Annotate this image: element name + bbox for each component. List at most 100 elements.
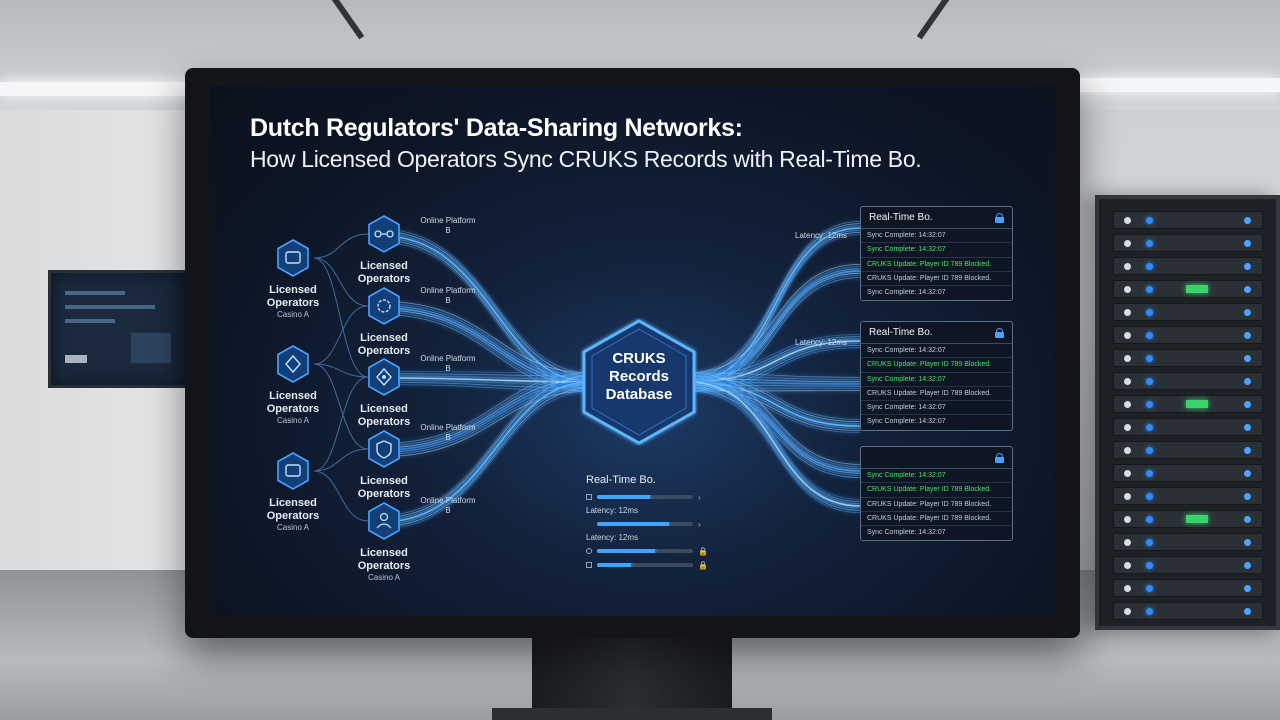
rack-unit [1113,510,1263,528]
log-row: Sync Complete: 14:32:07 [861,373,1012,387]
status-led [1244,309,1251,316]
operator-node[interactable]: Licensed Operators Casino A [248,238,338,320]
rack-unit [1113,556,1263,574]
data-flow-line [381,372,591,516]
data-flow-line [687,378,861,425]
data-flow-line [687,375,861,380]
data-flow-line [687,225,861,380]
status-led [1244,424,1251,431]
status-led [1244,401,1251,408]
platform-label: Online Platform B [420,354,476,373]
data-flow-line [687,372,861,500]
operator-link-line [313,257,369,307]
status-led [1124,516,1131,523]
operator-node[interactable]: Licensed Operators Casino A [248,451,338,533]
progress-track [597,563,693,567]
rack-unit [1113,326,1263,344]
status-led [1146,355,1153,362]
status-led [1146,608,1153,615]
operator-node[interactable]: Licensed Operators [339,429,429,501]
status-led [1124,470,1131,477]
panel-title: Real-Time Bo. [869,212,933,223]
data-flow-line [381,378,591,521]
data-flow-line [687,384,861,509]
data-flow-line [687,375,861,467]
data-flow-line [687,334,861,374]
headline: Dutch Regulators' Data-Sharing Networks: [250,114,743,142]
data-flow-line [687,372,861,378]
status-led [1124,286,1131,293]
operator-node[interactable]: Licensed Operators Casino A [248,344,338,426]
rack-unit [1113,602,1263,620]
mini-latency-label: Latency: 12ms [586,506,639,515]
progress-track [597,495,693,499]
status-square-icon [586,562,592,568]
chevron-right-icon: › [698,492,701,502]
monitor-screen: Dutch Regulators' Data-Sharing Networks:… [210,86,1055,616]
rack-unit [1113,211,1263,229]
status-led [1146,539,1153,546]
log-row: Sync Complete: 14:32:07 [861,243,1012,258]
status-led [1244,217,1251,224]
realtime-log-panel[interactable]: Sync Complete: 14:32:07 CRUKS Update: Pl… [860,446,1013,542]
server-rack [1095,195,1280,630]
operator-link-line [313,363,369,378]
status-circle-icon [586,548,592,554]
status-led [1124,309,1131,316]
data-flow-line [381,231,591,377]
data-flow-line [687,381,861,472]
data-flow-line [381,381,591,523]
data-flow-line [687,378,861,505]
status-led [1146,401,1153,408]
operator-link-line [313,470,369,522]
operator-node[interactable]: Licensed Operators [339,357,429,429]
data-flow-line [687,336,861,377]
status-led [1244,562,1251,569]
database-hex-icon[interactable] [580,318,698,446]
operator-node[interactable]: Licensed Operators [339,214,429,286]
status-led [1146,447,1153,454]
status-led [1244,286,1251,293]
status-led [1124,447,1131,454]
data-flow-line [687,381,861,427]
ceiling-light [0,82,190,96]
rack-unit [1113,464,1263,482]
people-hex-icon [368,502,400,540]
rack-unit [1113,579,1263,597]
status-led [1146,424,1153,431]
data-flow-line [687,378,861,470]
data-flow-line [687,270,861,383]
log-row: CRUKS Update: Player ID 789 Blocked. [861,483,1012,498]
chevron-right-icon: › [698,519,701,529]
rack-unit [1113,372,1263,390]
data-flow-line [381,384,591,525]
status-led [1146,516,1153,523]
mini-status-title: Real-Time Bo. [586,474,656,486]
status-led [1244,332,1251,339]
log-row: CRUKS Update: Player ID 789 Blocked. [861,358,1012,373]
operator-link-line [313,233,369,259]
operator-hex-icon [277,239,309,277]
realtime-mini-status: Real-Time Bo. › Latency: 12ms › Latency:… [586,474,716,574]
status-led [1244,516,1251,523]
status-led [1124,562,1131,569]
rack-unit [1113,441,1263,459]
activity-led [1186,400,1208,408]
rack-unit [1113,395,1263,413]
progress-row: › [586,519,716,529]
log-row: CRUKS Update: Player ID 789 Blocked. [861,387,1012,402]
data-flow-line [687,223,861,377]
realtime-log-panel[interactable]: Real-Time Bo. Sync Complete: 14:32:07 Sy… [860,206,1013,302]
status-led [1124,539,1131,546]
status-led [1124,378,1131,385]
data-flow-line [687,372,861,420]
realtime-log-panel[interactable]: Real-Time Bo. Sync Complete: 14:32:07 CR… [860,321,1013,431]
progress-row: 🔒 [586,546,716,556]
monitor-stand-base [492,708,772,720]
log-row: CRUKS Update: Player ID 789 Blocked. [861,258,1012,272]
status-led [1124,263,1131,270]
network-hex-icon [368,215,400,253]
data-flow-line [687,268,861,380]
operator-node[interactable]: Licensed Operators [339,286,429,358]
operator-node[interactable]: Licensed Operators Casino A [339,501,429,583]
